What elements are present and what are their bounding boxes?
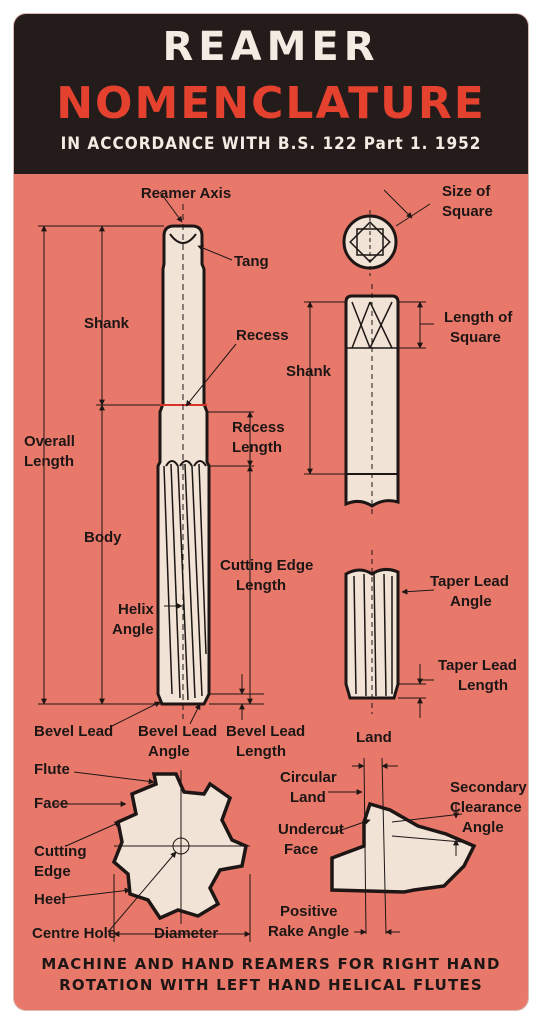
label-bevel-lead-length-2: Length bbox=[236, 743, 286, 760]
footer-caption: MACHINE AND HAND REAMERS FOR RIGHT HAND … bbox=[14, 954, 528, 996]
standard-subtitle: IN ACCORDANCE WITH B.S. 122 Part 1. 1952 bbox=[60, 134, 482, 154]
label-length-of-square-2: Square bbox=[450, 329, 501, 346]
label-positive-rake-angle-1: Positive bbox=[280, 903, 338, 920]
label-bevel-lead-angle-1: Bevel Lead bbox=[138, 723, 217, 740]
label-length-of-square-1: Length of bbox=[444, 309, 513, 326]
taper-flutes bbox=[353, 550, 393, 714]
size-of-square-dims bbox=[369, 189, 431, 276]
footer-line-1: MACHINE AND HAND REAMERS FOR RIGHT HAND bbox=[41, 955, 501, 973]
label-overall-length-1: Overall bbox=[24, 433, 75, 450]
label-cutting-edge-length-2: Length bbox=[236, 577, 286, 594]
label-heel: Heel bbox=[34, 891, 66, 908]
label-cutting-edge-1: Cutting bbox=[34, 843, 86, 860]
label-shank-right: Shank bbox=[286, 363, 332, 380]
taper-lead-dims bbox=[398, 588, 435, 718]
label-taper-lead-angle-1: Taper Lead bbox=[430, 573, 509, 590]
label-land: Land bbox=[356, 729, 392, 746]
label-overall-length-2: Length bbox=[24, 453, 74, 470]
dimension-lines-left bbox=[38, 191, 264, 727]
label-cutting-edge-length-1: Cutting Edge bbox=[220, 557, 313, 574]
label-circular-land-2: Land bbox=[290, 789, 326, 806]
label-recess: Recess bbox=[236, 327, 289, 344]
title-nomenclature: NOMENCLATURE bbox=[56, 78, 486, 129]
label-taper-lead-length-1: Taper Lead bbox=[438, 657, 517, 674]
label-face: Face bbox=[34, 795, 68, 812]
label-cutting-edge-2: Edge bbox=[34, 863, 71, 880]
label-reamer-axis: Reamer Axis bbox=[141, 185, 231, 202]
label-diameter: Diameter bbox=[154, 925, 218, 942]
label-size-of-square-2: Square bbox=[442, 203, 493, 220]
reamer-diagram: Reamer Axis Tang Shank Recess Overall Le… bbox=[24, 183, 527, 942]
helical-flutes bbox=[163, 460, 207, 701]
label-centre-hole: Centre Hole bbox=[32, 925, 116, 942]
label-secondary-clearance-angle-2: Clearance bbox=[450, 799, 522, 816]
label-circular-land-1: Circular bbox=[280, 769, 337, 786]
label-helix-angle-1: Helix bbox=[118, 601, 155, 618]
reamer-card: REAMER NOMENCLATURE IN ACCORDANCE WITH B… bbox=[14, 14, 528, 1010]
label-bevel-lead-angle-2: Angle bbox=[148, 743, 190, 760]
label-taper-lead-angle-2: Angle bbox=[450, 593, 492, 610]
label-recess-length-2: Length bbox=[232, 439, 282, 456]
label-bevel-lead-length-1: Bevel Lead bbox=[226, 723, 305, 740]
shank-square-marks bbox=[346, 284, 398, 514]
label-undercut-face-2: Face bbox=[284, 841, 318, 858]
label-body: Body bbox=[84, 529, 122, 546]
label-helix-angle-2: Angle bbox=[112, 621, 154, 638]
title-reamer: REAMER bbox=[162, 24, 380, 70]
cross-section-centre bbox=[54, 770, 251, 942]
label-secondary-clearance-angle-1: Secondary bbox=[450, 779, 527, 796]
label-size-of-square-1: Size of bbox=[442, 183, 491, 200]
header-banner: REAMER NOMENCLATURE IN ACCORDANCE WITH B… bbox=[14, 14, 528, 174]
label-shank-left: Shank bbox=[84, 315, 130, 332]
right-shank-dims bbox=[304, 301, 434, 475]
label-bevel-lead: Bevel Lead bbox=[34, 723, 113, 740]
tooth-detail-dims bbox=[328, 757, 463, 935]
label-undercut-face-1: Undercut bbox=[278, 821, 344, 838]
label-taper-lead-length-2: Length bbox=[458, 677, 508, 694]
footer-line-2: ROTATION WITH LEFT HAND HELICAL FLUTES bbox=[59, 976, 483, 994]
label-secondary-clearance-angle-3: Angle bbox=[462, 819, 504, 836]
tooth-detail bbox=[330, 801, 477, 894]
label-positive-rake-angle-2: Rake Angle bbox=[268, 923, 349, 940]
label-recess-length-1: Recess bbox=[232, 419, 285, 436]
label-flute: Flute bbox=[34, 761, 70, 778]
label-tang: Tang bbox=[234, 253, 269, 270]
